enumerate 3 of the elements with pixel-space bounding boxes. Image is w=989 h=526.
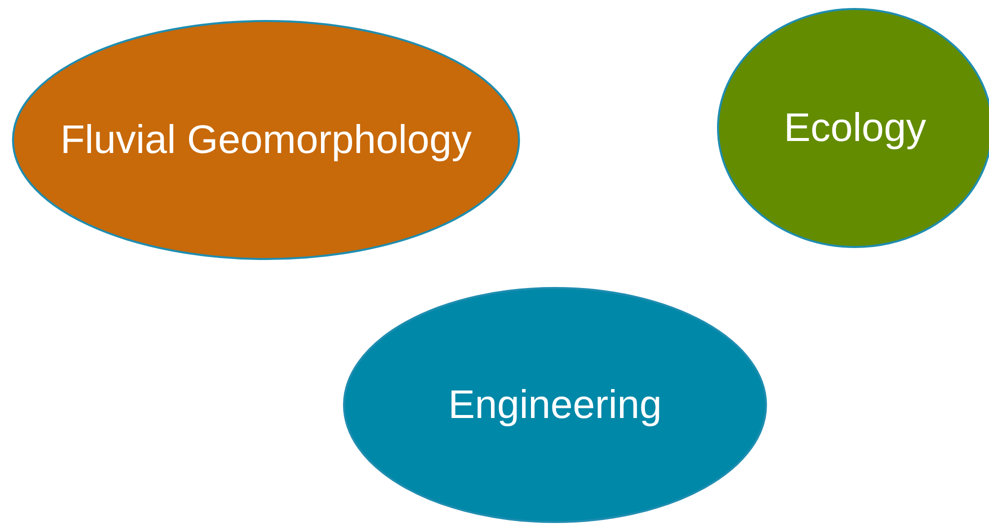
topic-label: Engineering (448, 382, 662, 429)
topic-label: Fluvial Geomorphology (60, 117, 472, 164)
topic-label: Ecology (784, 105, 926, 152)
